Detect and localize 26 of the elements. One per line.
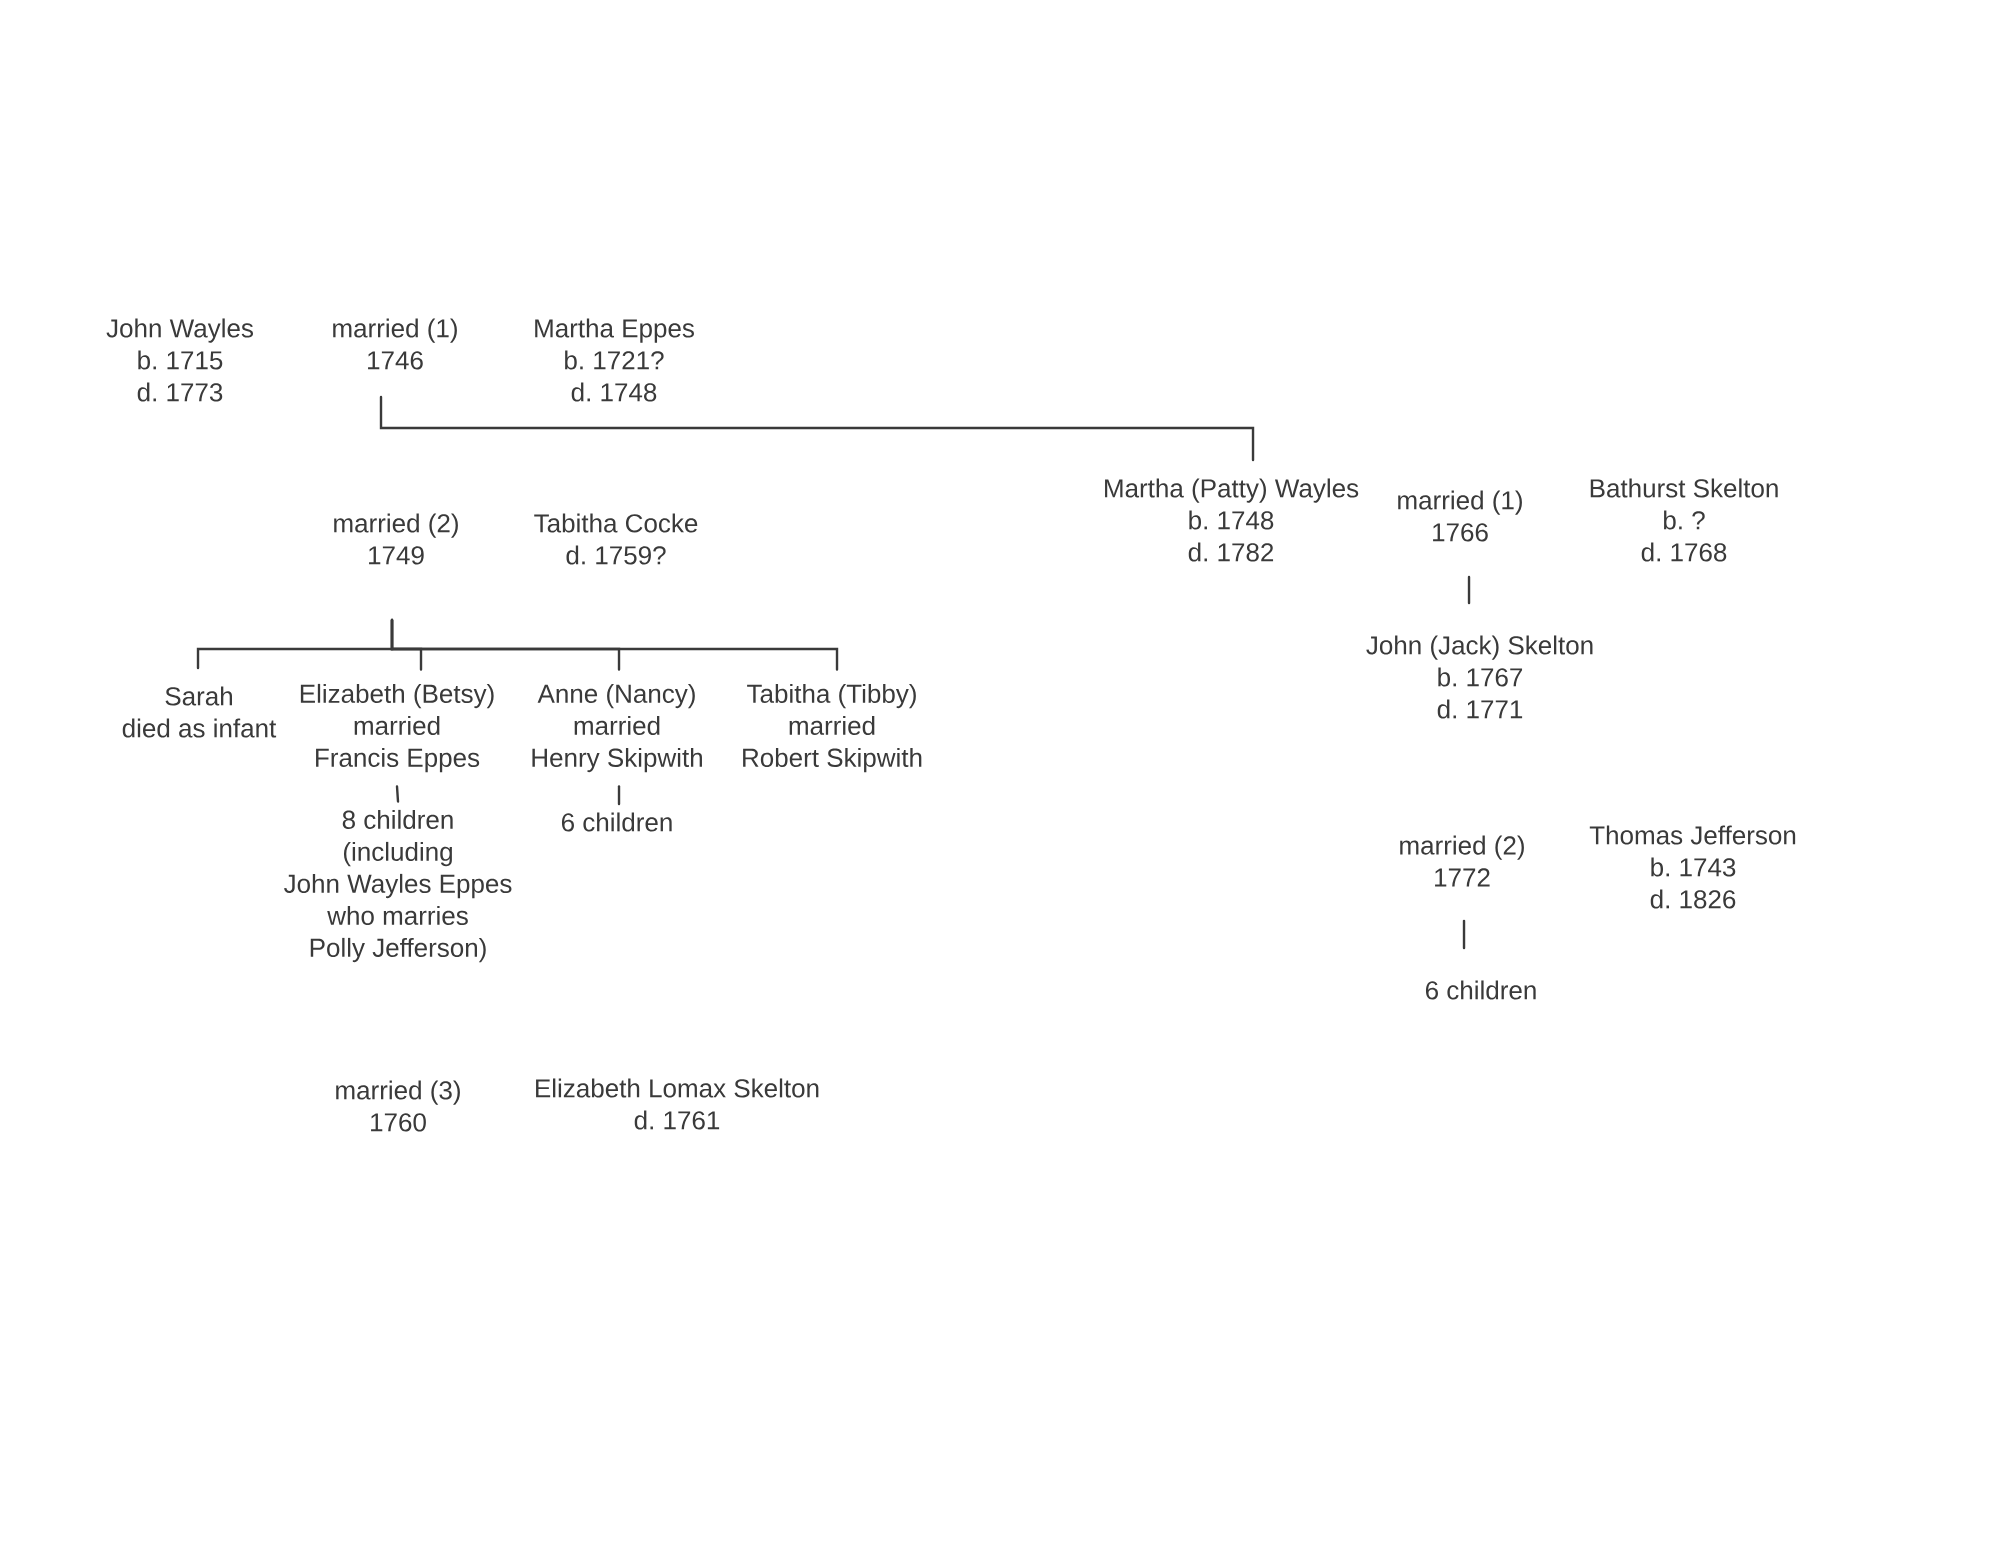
descent-line <box>617 785 621 806</box>
person-entry: Thomas Jefferson b. 1743 d. 1826 <box>1589 825 1796 909</box>
descent-line <box>1467 575 1471 605</box>
person-entry: Martha Eppes b. 1721? d. 1748 <box>535 318 694 402</box>
person-entry: Tabitha (Tibby) married Robert Skipwith <box>743 683 922 773</box>
descent-line <box>379 395 1255 462</box>
person-entry: Elizabeth Lomax Skelton d. 1761 <box>536 1078 819 1130</box>
person-entry: Martha (Patty) Wayles b. 1748 d. 1782 <box>1105 478 1359 562</box>
person-entry: Anne (Nancy) married Henry Skipwith <box>532 683 702 773</box>
person-entry: John Wayles b. 1715 d. 1773 <box>106 318 253 402</box>
children-note: 8 children (including John Wayles Eppes who marries Polly Jefferson) <box>284 809 512 963</box>
marriage-note: married (2) 1749 <box>334 513 458 565</box>
person-entry: Bathurst Skelton b. ? d. 1768 <box>1590 478 1778 562</box>
children-note: 6 children <box>561 812 672 832</box>
marriage-note: married (2) 1772 <box>1400 835 1524 887</box>
descent-line <box>390 618 839 671</box>
marriage-note: married (1) 1766 <box>1398 490 1522 542</box>
person-entry: Tabitha Cocke d. 1759? <box>534 513 698 565</box>
person-entry: Elizabeth (Betsy) married Francis Eppes <box>300 683 494 773</box>
descent-line <box>395 785 400 803</box>
children-note: 6 children <box>1425 980 1536 1000</box>
marriage-note: married (1) 1746 <box>333 318 457 370</box>
marriage-note: married (3) 1760 <box>336 1080 460 1132</box>
descent-line <box>1462 919 1466 950</box>
person-entry: John (Jack) Skelton b. 1767 d. 1771 <box>1366 635 1593 719</box>
person-entry: Sarah died as infant <box>122 686 277 738</box>
